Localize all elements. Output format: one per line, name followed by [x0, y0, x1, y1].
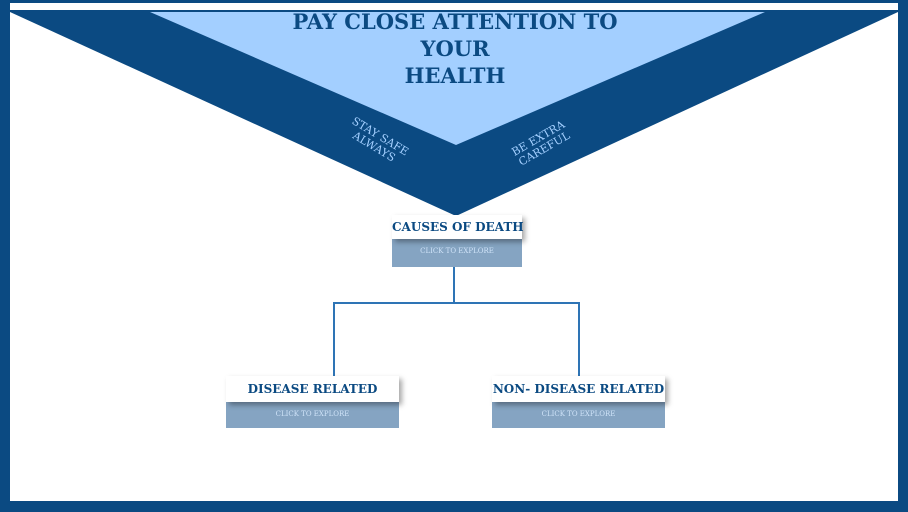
- node-causes-of-death[interactable]: CAUSES OF DEATH CLICK TO EXPLORE: [392, 215, 524, 267]
- non-disease-related-explore-button[interactable]: CLICK TO EXPLORE: [492, 402, 665, 428]
- node-disease-related[interactable]: DISEASE RELATED CLICK TO EXPLORE: [226, 376, 399, 428]
- causes-of-death-label: CAUSES OF DEATH: [392, 215, 524, 239]
- connector-horizontal: [333, 302, 579, 304]
- disease-related-explore-button[interactable]: CLICK TO EXPLORE: [226, 402, 399, 428]
- page-title-line-2: YOUR: [420, 36, 490, 61]
- connector-right-down: [578, 302, 580, 378]
- banner-chevron: [10, 10, 898, 216]
- connector-root-down: [453, 267, 455, 303]
- connector-left-down: [333, 302, 335, 378]
- page-title-line-1: PAY CLOSE ATTENTION TO: [292, 9, 618, 34]
- chevron-inner: [150, 12, 765, 145]
- non-disease-related-label: NON- DISEASE RELATED: [492, 376, 665, 402]
- page-title-line-3: HEALTH: [404, 63, 506, 88]
- node-non-disease-related[interactable]: NON- DISEASE RELATED CLICK TO EXPLORE: [492, 376, 665, 428]
- causes-of-death-explore-button[interactable]: CLICK TO EXPLORE: [392, 239, 522, 267]
- disease-related-label: DISEASE RELATED: [226, 376, 399, 402]
